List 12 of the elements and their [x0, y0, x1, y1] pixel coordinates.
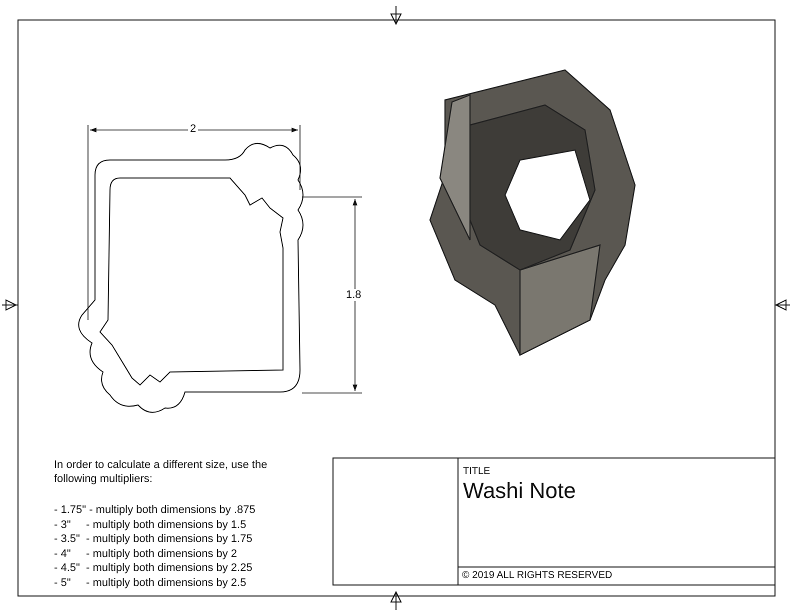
title-caption: TITLE [463, 466, 490, 477]
multiplier-note: - 1.75" - multiply both dimensions by .875 [54, 504, 256, 516]
multiplier-note: - 4" - multiply both dimensions by 2 [54, 548, 238, 560]
multiplier-note: - 4.5" - multiply both dimensions by 2.25 [54, 562, 252, 574]
multiplier-note: - 3" - multiply both dimensions by 1.5 [54, 518, 246, 530]
instruction-text: In order to calculate a different size, use the following multipliers: [54, 458, 268, 486]
dimension-value: 2 [188, 123, 198, 135]
drawing-title: Washi Note [463, 478, 576, 504]
copyright-note: © 2019 ALL RIGHTS RESERVED [462, 570, 612, 581]
multiplier-note: - 5" - multiply both dimensions by 2.5 [54, 576, 246, 588]
dimension-value: 1.8 [344, 289, 364, 301]
multiplier-note: - 3.5" - multiply both dimensions by 1.75 [54, 533, 252, 545]
